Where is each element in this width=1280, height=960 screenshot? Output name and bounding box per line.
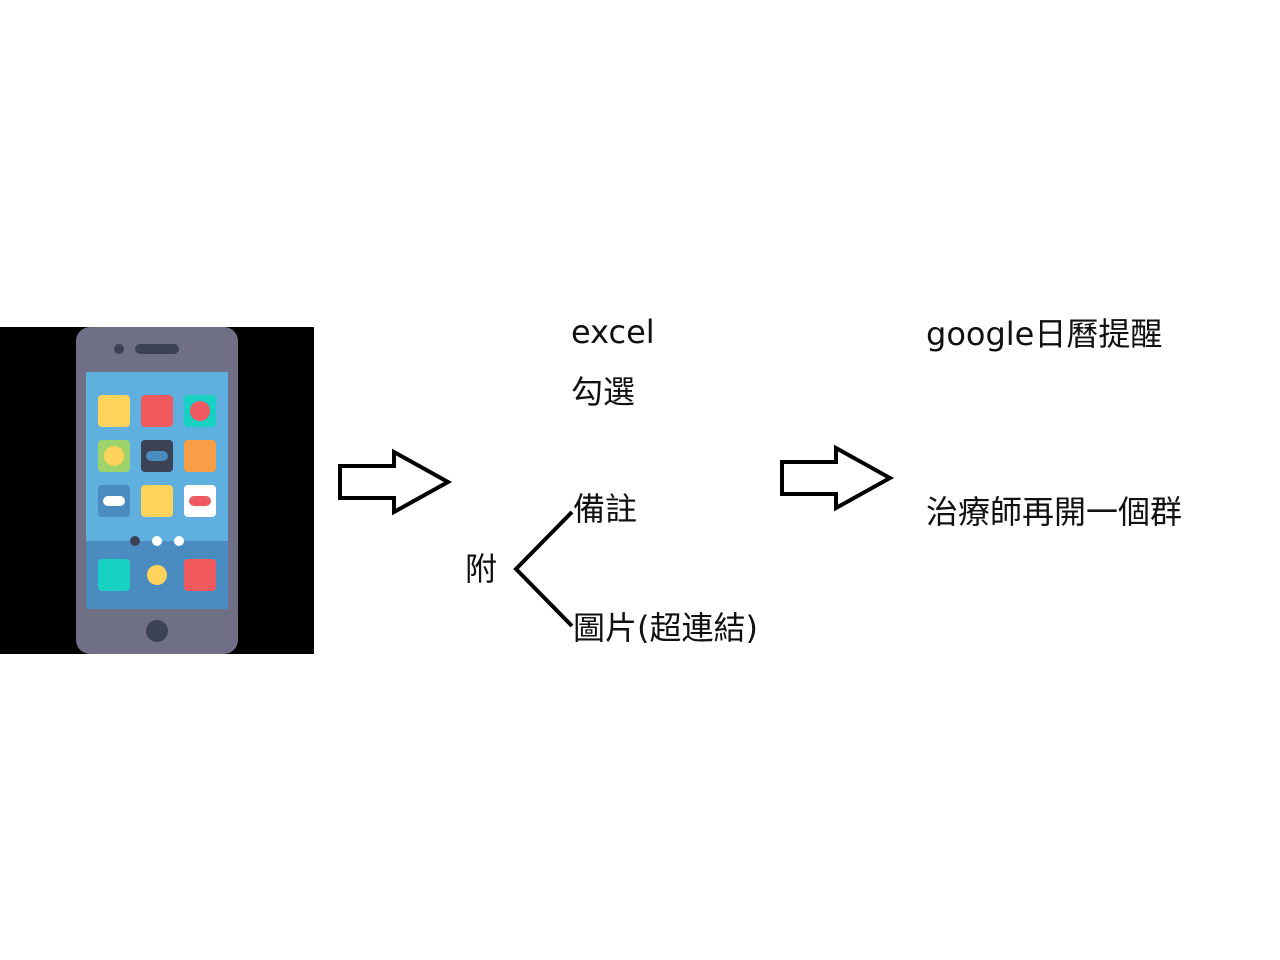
phone-illustration xyxy=(0,327,314,654)
smartphone-icon xyxy=(76,327,238,654)
check-label: 勾選 xyxy=(571,373,636,411)
right-arrow-icon xyxy=(338,448,453,516)
note-label: 備註 xyxy=(573,490,638,528)
calendar-reminder-label: google日曆提醒 xyxy=(926,315,1163,353)
attach-label: 附 xyxy=(465,550,498,588)
branch-bracket-icon xyxy=(513,510,574,628)
right-arrow-icon xyxy=(780,444,895,512)
therapist-group-label: 治療師再開一個群 xyxy=(926,493,1183,531)
image-link-label: 圖片(超連結) xyxy=(573,609,758,647)
excel-label: excel xyxy=(571,313,655,351)
